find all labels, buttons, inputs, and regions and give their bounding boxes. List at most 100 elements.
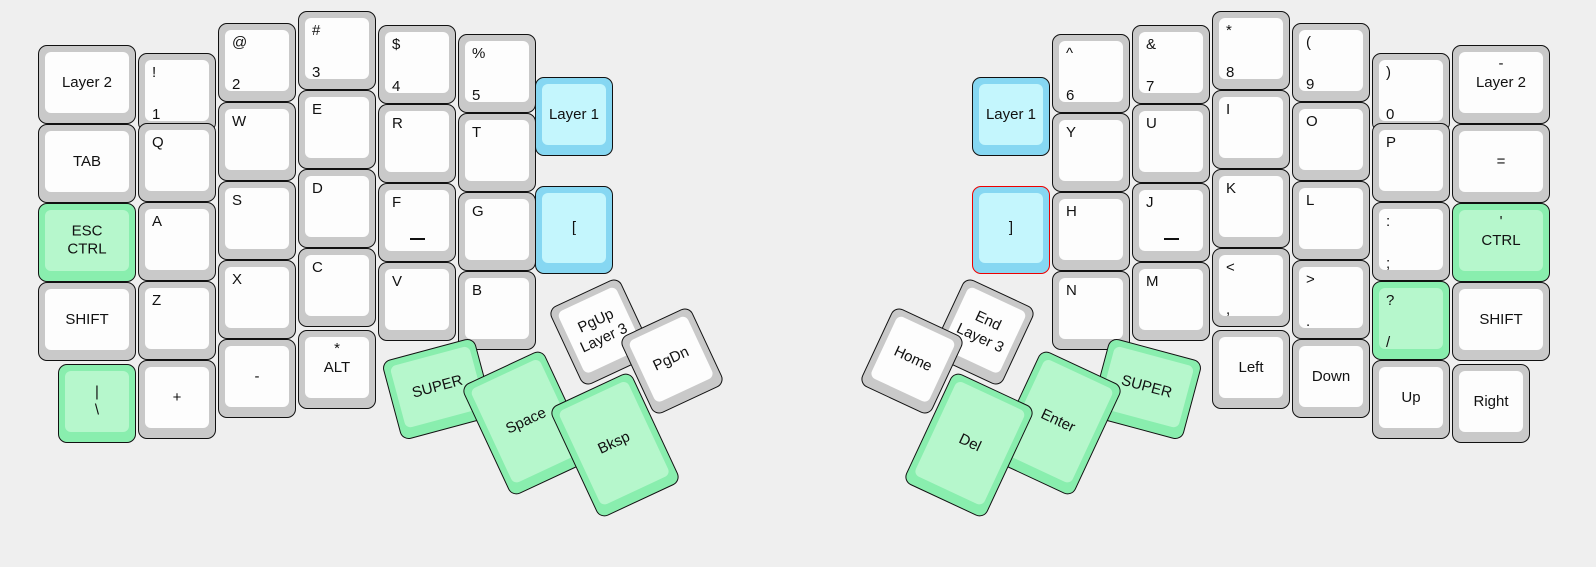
key-l-1[interactable]: !1	[138, 53, 216, 132]
key-r-semicolon[interactable]: :;	[1372, 202, 1450, 281]
key-legend-center: ALT	[323, 358, 351, 376]
key-r-rbracket[interactable]: ]	[972, 186, 1050, 274]
key-r-u[interactable]: U	[1132, 104, 1210, 183]
key-r-m[interactable]: M	[1132, 262, 1210, 341]
key-legend-bottom-left: /	[1386, 334, 1391, 349]
key-r-k[interactable]: K	[1212, 169, 1290, 248]
key-r-minus-layer2[interactable]: -Layer 2	[1452, 45, 1550, 124]
key-legend-center: SHIFT	[1479, 310, 1523, 328]
key-l-4[interactable]: $4	[378, 25, 456, 104]
key-legend-bottom-left: 4	[392, 78, 401, 93]
key-l-r[interactable]: R	[378, 104, 456, 183]
key-r-h[interactable]: H	[1052, 192, 1130, 271]
key-legend-center: [	[571, 219, 577, 237]
key-l-pipe-bslash[interactable]: | \	[58, 364, 136, 443]
key-l-f[interactable]: F	[378, 183, 456, 262]
key-legend-top-left: E	[312, 101, 323, 118]
key-l-g[interactable]: G	[458, 192, 536, 271]
key-r-0[interactable]: )0	[1372, 53, 1450, 132]
key-legend-top-left: Q	[152, 134, 164, 151]
key-l-t[interactable]: T	[458, 113, 536, 192]
key-legend-bottom-left: 7	[1146, 78, 1155, 93]
key-face: Home	[869, 314, 957, 404]
key-r-o[interactable]: O	[1292, 102, 1370, 181]
key-r-right[interactable]: Right	[1452, 364, 1530, 443]
key-l-b[interactable]: B	[458, 271, 536, 350]
key-r-7[interactable]: &7	[1132, 25, 1210, 104]
key-legend-bottom-left: 5	[472, 87, 481, 102]
key-legend-center: Home	[891, 342, 935, 376]
key-r-period[interactable]: >.	[1292, 260, 1370, 339]
key-face: )0	[1379, 60, 1443, 121]
key-l-minus[interactable]: -	[218, 339, 296, 418]
key-l-x[interactable]: X	[218, 260, 296, 339]
key-legend-bottom-left: 8	[1226, 64, 1235, 79]
key-l-2[interactable]: @2	[218, 23, 296, 102]
key-face: K	[1219, 176, 1283, 237]
key-legend-center: -	[254, 367, 260, 385]
key-r-n[interactable]: N	[1052, 271, 1130, 350]
key-legend-center: Down	[1311, 367, 1351, 385]
key-r-l[interactable]: L	[1292, 181, 1370, 260]
key-l-c[interactable]: C	[298, 248, 376, 327]
key-r-i[interactable]: I	[1212, 90, 1290, 169]
key-legend-top-left: N	[1066, 282, 1077, 299]
key-r-comma[interactable]: <,	[1212, 248, 1290, 327]
key-legend-top-left: A	[152, 213, 163, 230]
key-r-down[interactable]: Down	[1292, 339, 1370, 418]
key-l-q[interactable]: Q	[138, 123, 216, 202]
key-l-z[interactable]: Z	[138, 281, 216, 360]
key-legend-top-left: V	[392, 273, 403, 290]
key-r-9[interactable]: (9	[1292, 23, 1370, 102]
key-legend-center: ]	[1008, 219, 1014, 237]
key-r-j[interactable]: J	[1132, 183, 1210, 262]
key-face: B	[465, 278, 529, 339]
key-legend-top-left: L	[1306, 192, 1315, 209]
key-l-shift[interactable]: SHIFT	[38, 282, 136, 361]
key-r-equals[interactable]: =	[1452, 124, 1550, 203]
key-r-p[interactable]: P	[1372, 123, 1450, 202]
key-l-esc-ctrl[interactable]: ESC CTRL	[38, 203, 136, 282]
key-face: C	[305, 255, 369, 316]
key-l-3[interactable]: #3	[298, 11, 376, 90]
key-legend-bottom-left: .	[1306, 313, 1311, 328]
key-l-tab[interactable]: TAB	[38, 124, 136, 203]
key-legend-center: Up	[1401, 388, 1421, 406]
key-r-quote-ctrl[interactable]: 'CTRL	[1452, 203, 1550, 282]
key-face: H	[1059, 199, 1123, 260]
key-l-5[interactable]: %5	[458, 34, 536, 113]
key-r-8[interactable]: *8	[1212, 11, 1290, 90]
key-r-shift[interactable]: SHIFT	[1452, 282, 1550, 361]
key-legend-top-left: ^	[1066, 45, 1074, 62]
key-legend-center: Enter	[1038, 405, 1078, 437]
key-r-6[interactable]: ^6	[1052, 34, 1130, 113]
key-face: F	[385, 190, 449, 251]
key-l-a[interactable]: A	[138, 202, 216, 281]
key-r-slash[interactable]: ?/	[1372, 281, 1450, 360]
key-l-e[interactable]: E	[298, 90, 376, 169]
key-l-alt[interactable]: *ALT	[298, 330, 376, 409]
key-l-grave-layer2[interactable]: Layer 2	[38, 45, 136, 124]
key-face: @2	[225, 30, 289, 91]
key-l-lbracket[interactable]: [	[535, 186, 613, 274]
key-l-w[interactable]: W	[218, 102, 296, 181]
key-r-up[interactable]: Up	[1372, 360, 1450, 439]
key-legend-top-center: *	[334, 340, 340, 357]
key-r-y[interactable]: Y	[1052, 113, 1130, 192]
key-face: Y	[1059, 120, 1123, 181]
key-face: O	[1299, 109, 1363, 170]
key-legend-bottom-left: ;	[1386, 255, 1391, 270]
key-r-layer1[interactable]: Layer 1	[972, 77, 1050, 156]
key-l-d[interactable]: D	[298, 169, 376, 248]
key-r-left[interactable]: Left	[1212, 330, 1290, 409]
key-face: :;	[1379, 209, 1443, 270]
key-l-v[interactable]: V	[378, 262, 456, 341]
key-face: R	[385, 111, 449, 172]
key-l-s[interactable]: S	[218, 181, 296, 260]
key-l-layer1[interactable]: Layer 1	[535, 77, 613, 156]
key-face: Right	[1459, 371, 1523, 432]
key-legend-center: CTRL	[1481, 231, 1521, 249]
key-l-plus[interactable]: +	[138, 360, 216, 439]
